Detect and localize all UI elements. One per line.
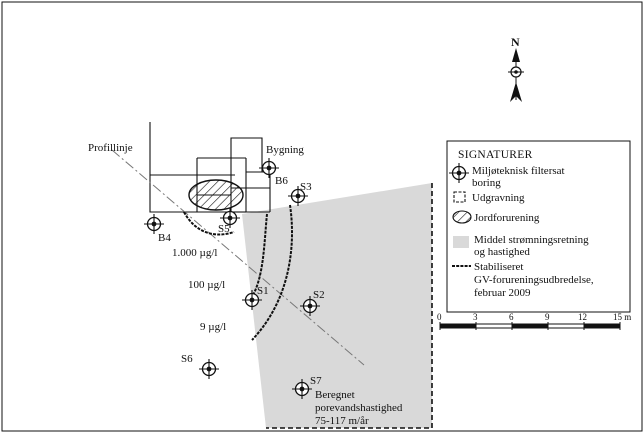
soil-contamination (188, 179, 244, 211)
boring-b4 (143, 213, 165, 235)
label-contour-1000: 1.000 µg/l (172, 247, 217, 259)
legend-jordforurening-icon (452, 210, 472, 224)
scale-tick-9: 9 (545, 312, 550, 322)
label-s2: S2 (313, 289, 325, 301)
label-s3: S3 (300, 181, 312, 193)
label-b4: B4 (158, 232, 171, 244)
label-beregnet-2: porevandshastighed (315, 402, 403, 414)
legend-stabiliseret-2: GV-forureningsudbredelse, (474, 274, 594, 286)
legend-udgravning-icon (453, 191, 466, 203)
legend-stroemning-icon (453, 236, 469, 248)
legend: SIGNATURER Miljøteknisk filtersat boring… (446, 140, 631, 313)
legend-boring-1: Miljøteknisk filtersat (472, 165, 565, 177)
scale-tick-6: 6 (509, 312, 514, 322)
legend-stabiliseret-1: Stabiliseret (474, 261, 524, 273)
scale-tick-3: 3 (473, 312, 478, 322)
flow-direction-area (242, 183, 432, 428)
label-beregnet-1: Beregnet (315, 389, 355, 401)
label-contour-9: 9 µg/l (200, 321, 226, 333)
north-arrow: N (508, 35, 524, 102)
profile-line (111, 149, 365, 366)
boring-s6 (198, 358, 220, 380)
legend-title: SIGNATURER (458, 149, 533, 161)
legend-boring-2: boring (472, 177, 501, 189)
label-b6: B6 (275, 175, 288, 187)
scale-bar: 0 3 6 9 12 15 m (437, 312, 631, 330)
legend-jordforurening: Jordforurening (474, 212, 540, 224)
udgravning-outline (266, 183, 433, 429)
scale-tick-15: 15 m (613, 312, 631, 322)
scale-tick-0: 0 (437, 312, 442, 322)
legend-udgravning: Udgravning (472, 192, 525, 204)
label-beregnet-3: 75-117 m/år (315, 415, 369, 427)
label-s6: S6 (181, 353, 193, 365)
scale-tick-12: 12 (578, 312, 587, 322)
legend-stabiliseret-3: februar 2009 (474, 287, 531, 299)
label-s1: S1 (257, 285, 269, 297)
label-s5: S5 (218, 223, 230, 235)
legend-stroemning-2: og hastighed (474, 246, 530, 258)
label-contour-100: 100 µg/l (188, 279, 225, 291)
legend-stroemning-1: Middel strømningsretning (474, 234, 589, 246)
label-bygning: Bygning (266, 144, 304, 156)
north-label: N (511, 35, 520, 49)
label-s7: S7 (310, 375, 322, 387)
label-profillinje: Profillinje (88, 142, 133, 154)
